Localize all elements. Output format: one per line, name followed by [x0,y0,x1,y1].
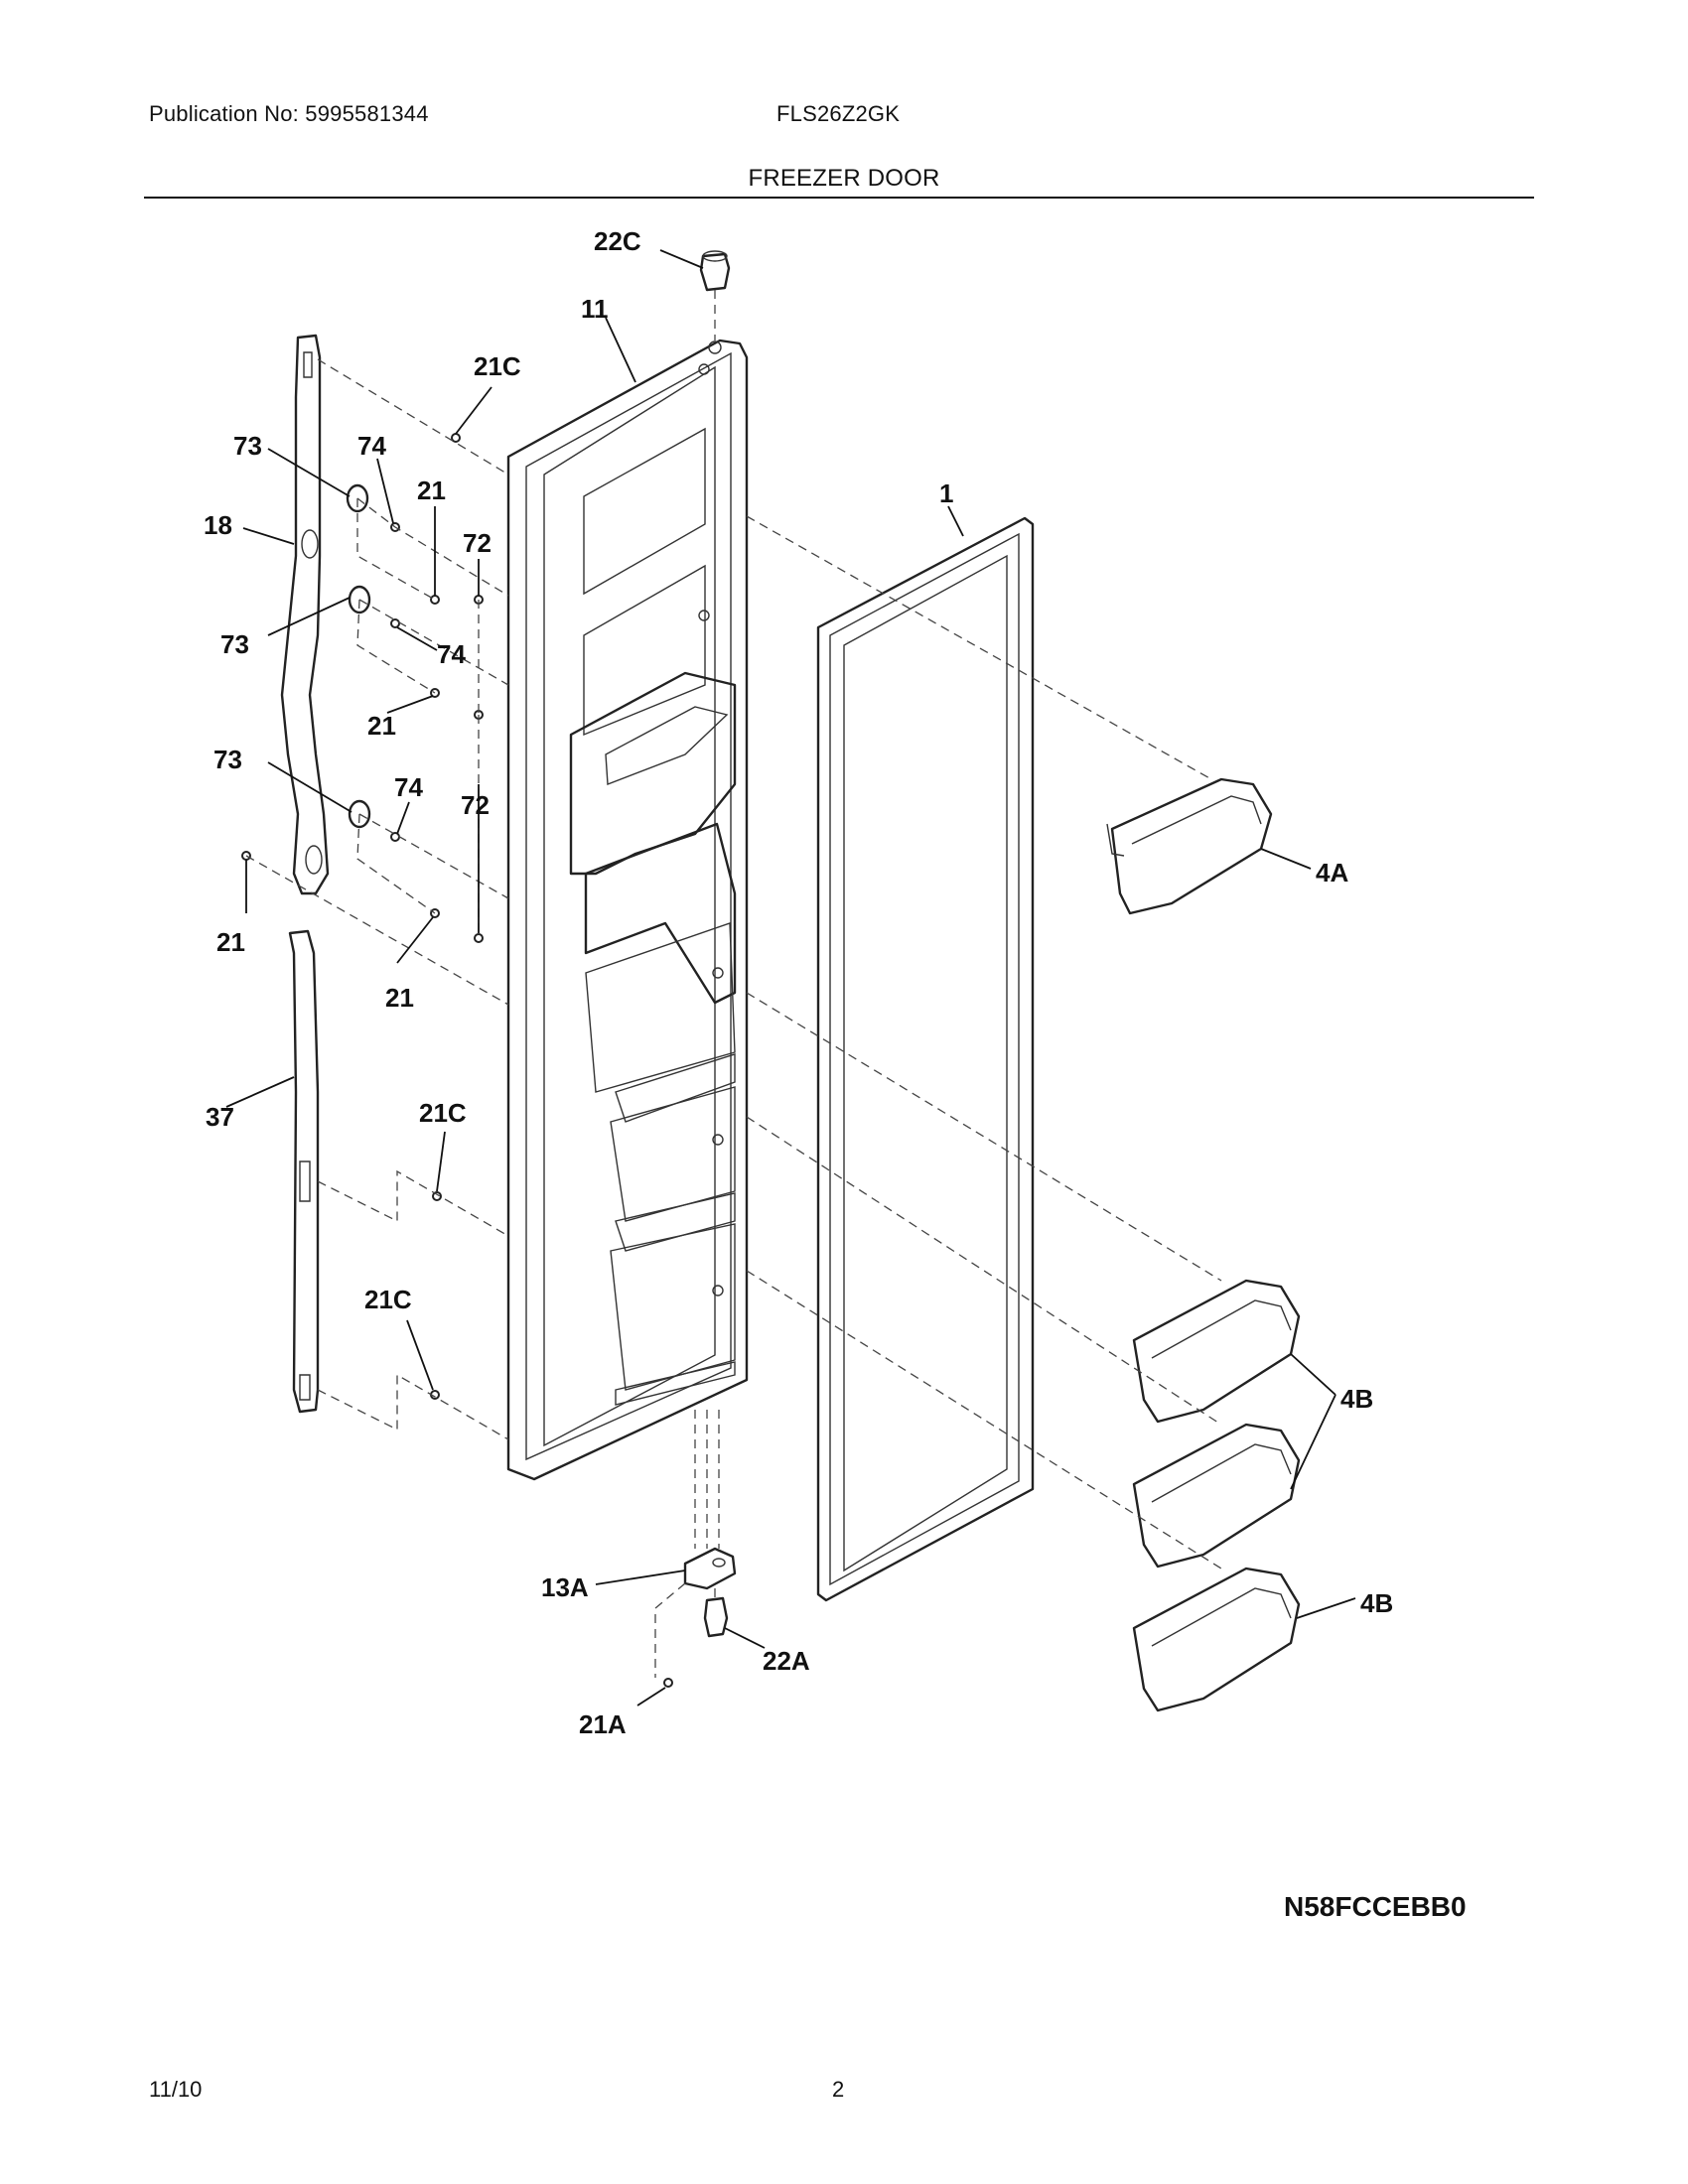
cover-part-37 [288,929,320,1414]
callout-21C-middle: 21C [419,1098,467,1128]
door-bin-part-4B-upper [1132,1279,1301,1424]
callout-73-middle: 73 [220,629,249,659]
callout-4B-lower: 4B [1360,1588,1393,1618]
door-liner-part-11 [506,339,749,1481]
callout-21-upper: 21 [417,476,446,505]
door-bin-part-4B-middle [1132,1423,1301,1569]
callout-73-lower: 73 [213,745,242,774]
model-number: FLS26Z2GK [776,101,901,126]
page-number: 2 [832,2077,845,2102]
callout-74-middle: 74 [437,639,466,669]
callout-labels: 22C 11 21C 73 74 21 72 18 73 74 21 73 74… [204,226,1393,1739]
callout-21C-bottom: 21C [364,1285,412,1314]
callout-73-top: 73 [233,431,262,461]
callout-4A: 4A [1316,858,1348,887]
callout-22A: 22A [763,1646,810,1676]
callout-74-top: 74 [357,431,386,461]
callout-4B-pair: 4B [1340,1384,1373,1414]
callout-22C: 22C [594,226,641,256]
callout-74-lower: 74 [394,772,423,802]
diagram-code: N58FCCEBB0 [1284,1891,1467,1922]
callout-1: 1 [939,478,953,508]
bushing-part-22A [703,1596,729,1638]
leader-lines [225,249,1356,1706]
callout-21A: 21A [579,1709,627,1739]
assembly-lines [245,290,1222,1678]
hinge-part-18 [280,334,330,895]
callout-21-middle: 21 [367,711,396,741]
hinge-bracket-part-13A [683,1547,737,1590]
door-bin-part-4A [1106,777,1273,915]
callout-11: 11 [581,294,609,324]
cap-part-22C [699,250,731,292]
callout-21-left: 21 [216,927,245,957]
door-bin-part-4B-lower [1132,1567,1301,1712]
callout-37: 37 [206,1102,234,1132]
callout-21-lower: 21 [385,983,414,1013]
bushing-part-73 [346,483,371,829]
screw-parts [241,433,673,1688]
door-gasket-part-1 [816,516,1035,1602]
callout-72-upper: 72 [463,528,492,558]
publication-number: Publication No: 5995581344 [149,101,429,126]
section-title: FREEZER DOOR [748,165,940,192]
callout-72-lower: 72 [461,790,490,820]
callout-13A: 13A [541,1572,589,1602]
callout-21C-top: 21C [474,351,521,381]
header-rule [144,197,1534,199]
footer-date: 11/10 [149,2077,203,2102]
callout-18: 18 [204,510,232,540]
